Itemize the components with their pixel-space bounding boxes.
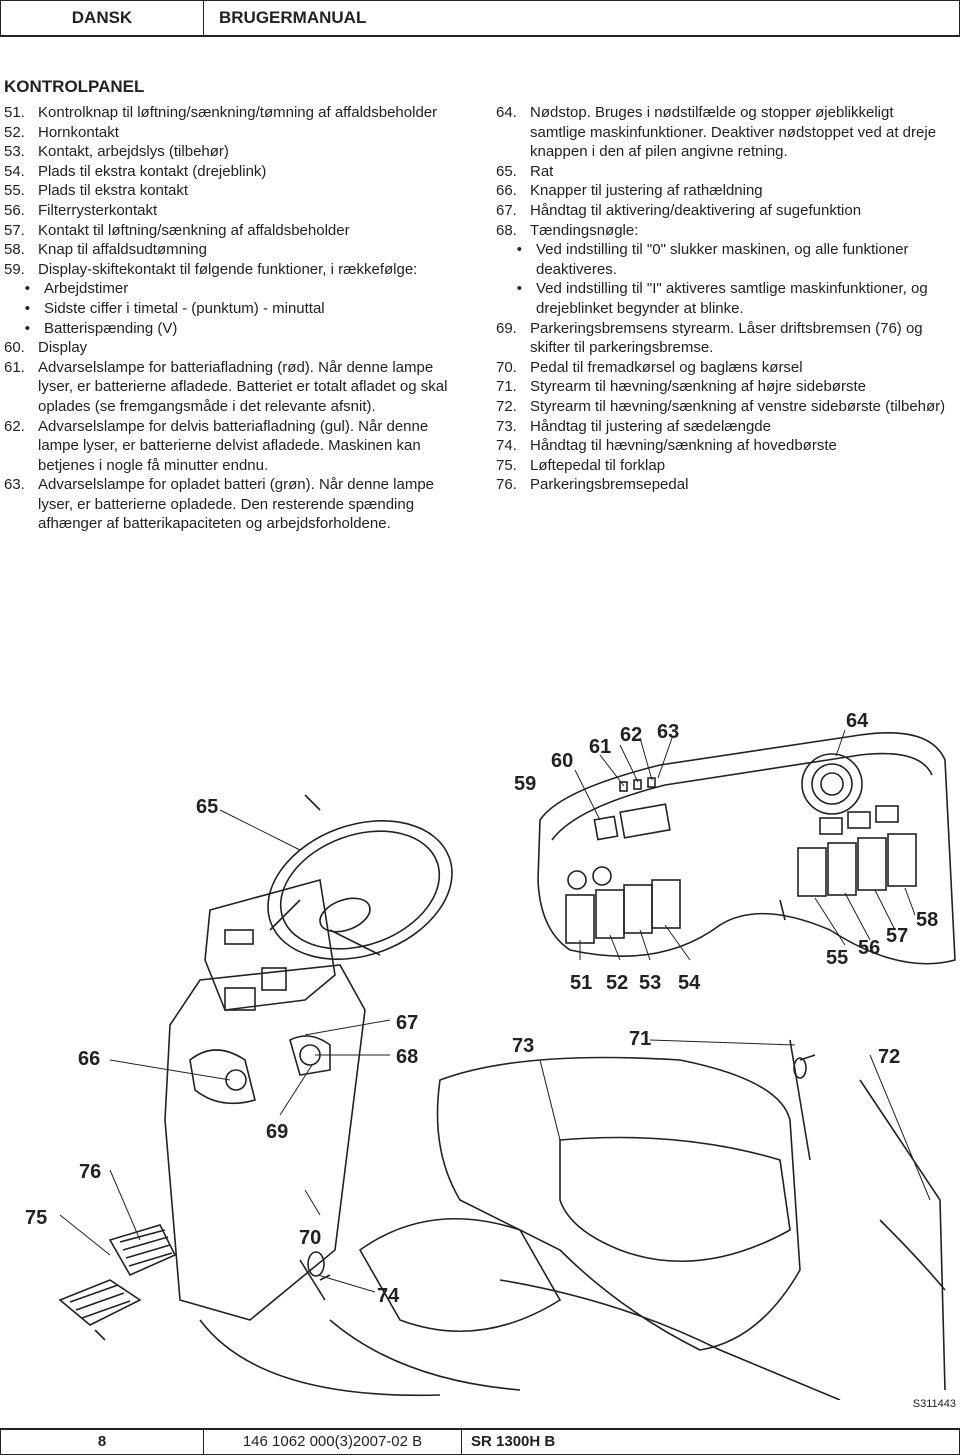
callout-72: 72 — [878, 1046, 900, 1068]
callout-57: 57 — [886, 925, 908, 947]
bullet-item: •Ved indstilling til "I" aktiveres samtl… — [516, 280, 928, 317]
list-item: 76.Parkeringsbremsepedal — [496, 476, 689, 494]
list-item: 64.Nødstop. Bruges i nødstilfælde og sto… — [496, 104, 937, 161]
callout-56: 56 — [858, 937, 880, 959]
callout-71: 71 — [629, 1028, 651, 1050]
callout-66: 66 — [78, 1048, 100, 1070]
callout-51: 51 — [570, 972, 592, 994]
callout-73: 73 — [512, 1035, 534, 1057]
control-panel-drawing — [537, 732, 956, 965]
list-item: 75.Løftepedal til forklap — [496, 456, 666, 474]
header-language: DANSK — [1, 1, 204, 35]
list-item: 56.Filterrysterkontakt — [4, 201, 158, 219]
list-item: 63.Advarselslampe for opladet batteri (g… — [4, 476, 435, 533]
header-doc-type: BRUGERMANUAL — [219, 8, 367, 27]
callout-53: 53 — [639, 972, 661, 994]
callout-54: 54 — [678, 972, 701, 994]
bullet-item: •Ved indstilling til "0" slukker maskine… — [516, 241, 909, 278]
list-item: 65.Rat — [496, 162, 554, 180]
callout-61: 61 — [589, 736, 611, 758]
bullet-item: •Arbejdstimer — [24, 280, 129, 298]
callout-63: 63 — [657, 721, 679, 743]
list-item: 62.Advarselslampe for delvis batteriafla… — [4, 417, 429, 474]
callout-58: 58 — [916, 909, 938, 931]
callout-74: 74 — [377, 1285, 400, 1307]
callout-60: 60 — [551, 750, 573, 772]
callout-75: 75 — [25, 1207, 47, 1229]
seat-drawing — [199, 1039, 946, 1400]
list-item: 55.Plads til ekstra kontakt — [4, 182, 189, 200]
page-header: DANSK BRUGERMANUAL — [0, 0, 960, 37]
list-item: 71.Styrearm til hævning/sænkning af højr… — [496, 378, 866, 396]
list-item: 54.Plads til ekstra kontakt (drejeblink) — [4, 162, 267, 180]
list-item: 74.Håndtag til hævning/sænkning af hoved… — [496, 437, 837, 455]
callout-76: 76 — [79, 1161, 101, 1183]
list-item: 61.Advarselslampe for batteriafladning (… — [4, 358, 448, 415]
list-item: 70.Pedal til fremadkørsel og baglæns kør… — [496, 358, 803, 376]
list-item: 52.Hornkontakt — [4, 123, 119, 141]
list-item: 68.Tændingsnøgle: — [496, 221, 639, 239]
list-item: 53.Kontakt, arbejdslys (tilbehør) — [4, 143, 229, 161]
callout-69: 69 — [266, 1121, 288, 1143]
list-item: 66.Knapper til justering af rathældning — [496, 182, 763, 200]
list-item: 69.Parkeringsbremsens styrearm. Låser dr… — [496, 319, 923, 357]
callout-59: 59 — [514, 773, 536, 795]
list-item: 59.Display-skiftekontakt til følgende fu… — [4, 260, 418, 278]
section-title: KONTROLPANEL — [4, 77, 145, 96]
figure-code: S311443 — [912, 1398, 956, 1410]
list-item: 73.Håndtag til justering af sædelængde — [496, 417, 771, 435]
callout-62: 62 — [620, 724, 642, 746]
right-column: 64.Nødstop. Bruges i nødstilfælde og sto… — [496, 103, 948, 495]
list-item: 58.Knap til affaldsudtømning — [4, 241, 207, 259]
list-item: 67.Håndtag til aktivering/deaktivering a… — [496, 201, 862, 219]
bullet-item: •Sidste ciffer i timetal - (punktum) - m… — [24, 299, 325, 317]
page-number: 8 — [1, 1430, 204, 1454]
list-item: 72.Styrearm til hævning/sænkning af vens… — [496, 397, 946, 415]
list-item: 60.Display — [4, 339, 88, 357]
bullet-item: •Batterispænding (V) — [24, 319, 178, 337]
callout-leaders — [59, 729, 931, 1293]
callout-68: 68 — [396, 1046, 418, 1068]
callout-70: 70 — [299, 1227, 321, 1249]
steering-drawing — [58, 794, 453, 1341]
model-name: SR 1300H B — [471, 1433, 556, 1450]
callout-65: 65 — [196, 796, 218, 818]
left-column: 51.Kontrolknap til løftning/sænkning/tøm… — [4, 103, 454, 534]
callout-64: 64 — [846, 710, 869, 732]
machine-illustration: 59 60 61 62 63 64 65 51 52 53 54 55 56 5… — [25, 710, 956, 1400]
callout-55: 55 — [826, 947, 848, 969]
list-item: 51.Kontrolknap til løftning/sænkning/tøm… — [4, 104, 438, 121]
page-footer: 8 146 1062 000(3)2007-02 B SR 1300H B — [0, 1428, 960, 1455]
callout-67: 67 — [396, 1012, 418, 1034]
callout-52: 52 — [606, 972, 628, 994]
list-item: 57.Kontakt til løftning/sænkning af affa… — [4, 221, 350, 239]
doc-number: 146 1062 000(3)2007-02 B — [204, 1430, 462, 1454]
